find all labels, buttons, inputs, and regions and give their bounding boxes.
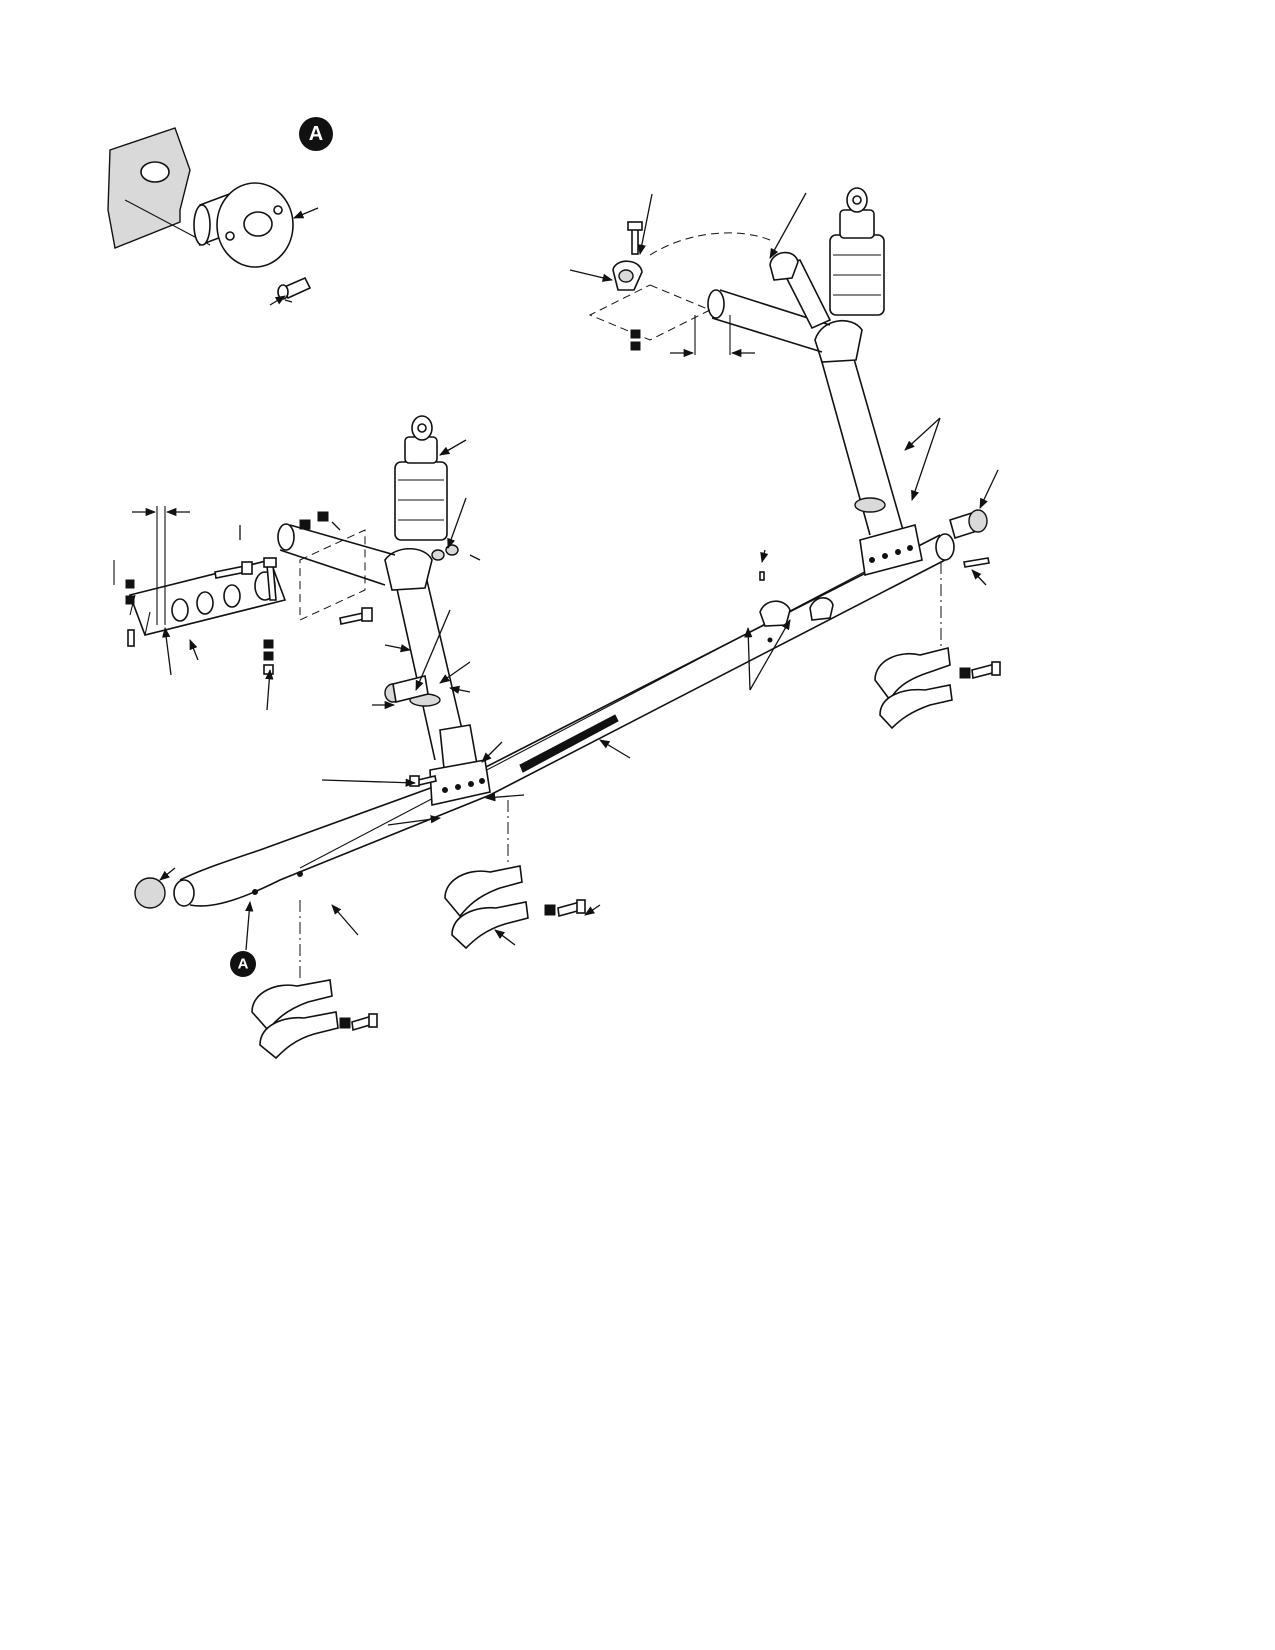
aft-cross-tube <box>588 187 923 577</box>
forward-saddle-fitting <box>429 759 491 806</box>
detail-a-reference-badge <box>230 951 256 977</box>
aft-end-cap <box>968 509 988 533</box>
forward-skid-clamp <box>444 800 586 950</box>
forward-cross-tube <box>277 415 491 806</box>
aft-saddle-fitting <box>859 524 923 577</box>
callout-leaders <box>159 192 999 946</box>
aft-hardware <box>612 221 990 627</box>
detail-a-callout-badge <box>299 117 333 151</box>
detail-a-callout-label: A <box>309 123 323 145</box>
front-skid-clamp <box>251 900 378 1060</box>
detail-a-inset: A <box>107 117 333 306</box>
aft-skid-clamp <box>874 562 1001 730</box>
wear-shoe-strip <box>519 714 619 773</box>
detail-a-reference-label: A <box>238 956 249 973</box>
toe-cap <box>134 877 166 909</box>
forward-step-bracket <box>113 506 287 675</box>
forward-damper <box>394 461 448 541</box>
skid-tube: A <box>134 509 988 977</box>
